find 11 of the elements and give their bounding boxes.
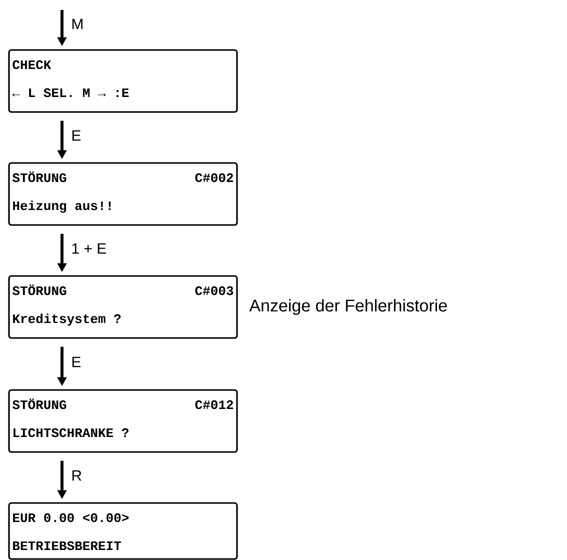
edge-label: M (70, 18, 85, 30)
display-box: EUR 0.00 <0.00> BETRIEBSBEREIT (8, 502, 238, 560)
edge-label: E (70, 129, 82, 142)
edge-label: E (70, 356, 82, 368)
side-note: Anzeige der Fehlerhistorie (249, 299, 447, 315)
display-box: STÖRUNG C#003 Kreditsystem ? (8, 275, 238, 339)
display-box: STÖRUNG C#002 Heizung aus!! (8, 162, 238, 226)
display-box: STÖRUNG C#012 LICHTSCHRANKE ? (8, 389, 238, 453)
display-box: CHECK ← L SEL. M → :E (8, 49, 238, 113)
edge-label: R (70, 469, 84, 482)
edge-label: 1 + E (70, 242, 108, 255)
